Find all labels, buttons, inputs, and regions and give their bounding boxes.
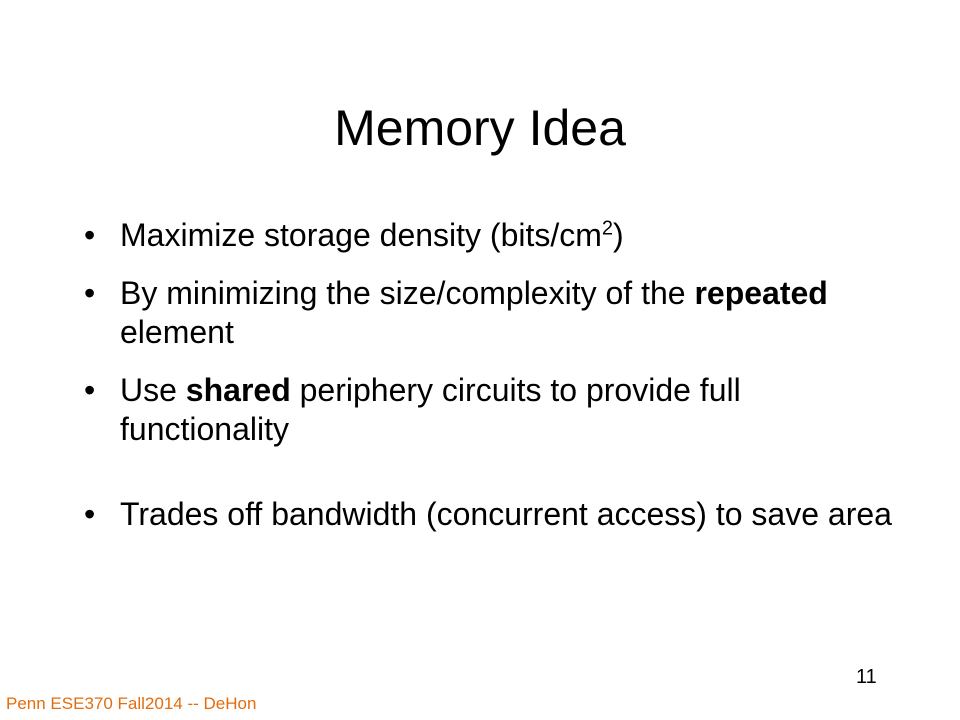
- bullet-superscript: 2: [601, 217, 614, 240]
- bullet-text: Trades off bandwidth (concurrent access)…: [120, 496, 892, 532]
- bullet-bold-text: repeated: [694, 275, 828, 311]
- page-number: 11: [856, 666, 877, 688]
- bullet-text: Use: [120, 372, 186, 408]
- bullet-list: • Maximize storage density (bits/cm2) • …: [84, 216, 904, 553]
- bullet-item: • Trades off bandwidth (concurrent acces…: [84, 495, 904, 534]
- slide-title: Memory Idea: [334, 100, 626, 156]
- bullet-item: • Maximize storage density (bits/cm2): [84, 216, 904, 255]
- bullet-text-tail: element: [120, 314, 234, 350]
- footer-text: Penn ESE370 Fall2014 -- DeHon: [6, 694, 257, 713]
- bullet-dot: •: [84, 217, 96, 253]
- bullet-text-tail: ): [613, 217, 624, 253]
- bullet-text: By minimizing the size/complexity of the: [120, 275, 695, 311]
- bullet-dot: •: [84, 372, 96, 408]
- bullet-text-tail: periphery circuits to provide full funct…: [120, 372, 741, 447]
- bullet-item: • By minimizing the size/complexity of t…: [84, 274, 904, 352]
- bullet-dot: •: [84, 496, 96, 532]
- bullet-dot: •: [84, 275, 96, 311]
- bullet-text: Maximize storage density (bits/cm: [120, 217, 602, 253]
- bullet-bold-text: shared: [185, 372, 291, 408]
- bullet-item: • Use shared periphery circuits to provi…: [84, 371, 904, 449]
